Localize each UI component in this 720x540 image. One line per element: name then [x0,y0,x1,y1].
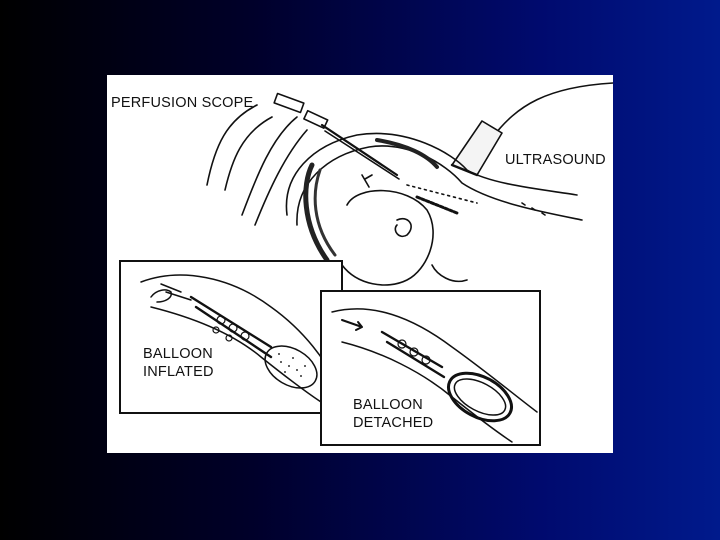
detached-balloon [441,363,520,430]
label-perfusion-scope: PERFUSION SCOPE [111,95,253,112]
inset-inflated-drawing [121,262,341,412]
scope [382,332,442,367]
label-balloon-detached-line1: BALLOON [353,397,423,414]
label-balloon-detached-line2: DETACHED [353,415,433,432]
scope-connector [274,94,304,113]
scope-tube-1 [207,105,257,185]
ultrasound-cable [492,83,613,138]
label-balloon-inflated-line1: BALLOON [143,346,213,363]
scope-shaft [322,125,397,175]
medical-illustration: PERFUSION SCOPE ULTRASOUND BALLOON INFLA… [107,75,613,453]
inset-balloon-inflated [119,260,343,414]
direction-arrow [342,320,362,330]
scope-tube-4 [255,130,307,225]
fetus-head [342,191,433,285]
scope-tube-2 [225,117,272,190]
label-balloon-inflated-line2: INFLATED [143,364,214,381]
label-ultrasound: ULTRASOUND [505,152,606,169]
scope-tube-3 [242,117,297,215]
fetus-ear [395,219,411,237]
